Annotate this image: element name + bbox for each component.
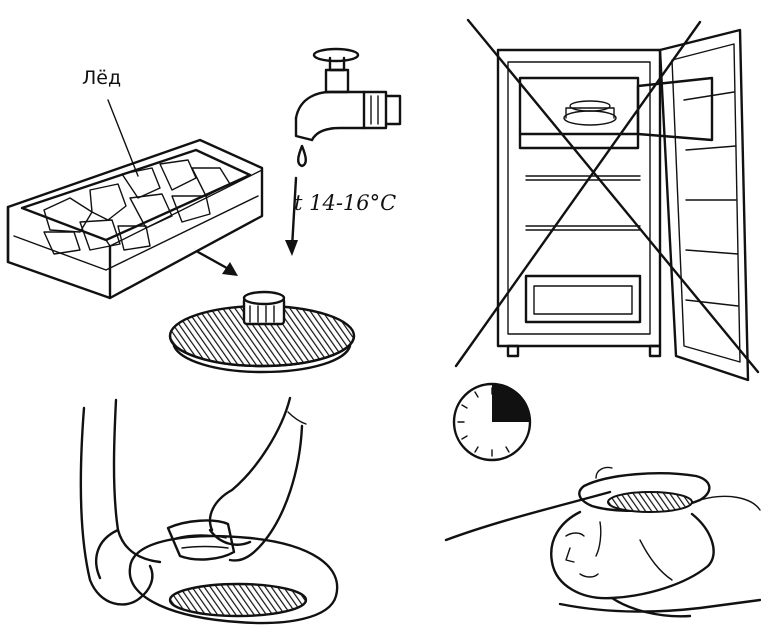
refrigerator-icon <box>498 30 748 380</box>
panel-prepare-ice-pack: Лёд t 14-16°C <box>8 49 400 372</box>
ice-label: Лёд <box>82 67 121 89</box>
head-ice-pack-icon <box>579 467 709 512</box>
arrow-to-pack <box>198 252 238 276</box>
person-icon <box>551 512 713 616</box>
hands-icon <box>81 398 306 604</box>
water-tap-icon <box>296 49 400 166</box>
towel-icon <box>130 521 337 623</box>
ice-label-pointer <box>108 100 138 176</box>
ice-pack-icon <box>170 292 354 372</box>
panel-apply-to-head <box>446 467 760 616</box>
arrow-to-water <box>285 178 298 256</box>
ice-tray-icon <box>8 140 262 298</box>
panel-wrap-in-towel <box>81 398 337 623</box>
cross-out-icon <box>456 20 758 372</box>
water-temperature-label: t 14-16°C <box>294 191 396 215</box>
panel-no-refrigerator <box>456 20 758 380</box>
timer-icon <box>454 384 530 460</box>
